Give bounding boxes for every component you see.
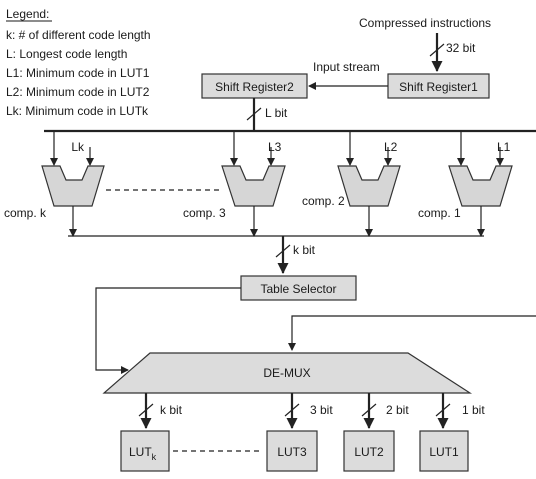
bus-width-slash-k	[275, 244, 291, 258]
lut-3	[266, 430, 318, 472]
legend-title: Legend:	[6, 7, 49, 21]
shift-register-2-label: Shift Register2	[215, 80, 294, 94]
bus-width-slash-out-1	[435, 403, 451, 417]
comparator-3	[221, 165, 286, 207]
compressed-instructions-label: Compressed instructions	[359, 16, 491, 30]
legend-line-l2: L2: Minimum code in LUT2	[6, 85, 150, 99]
shift-register-2	[201, 73, 308, 99]
comparator-1	[448, 165, 513, 207]
legend-line-l1: L1: Minimum code in LUT1	[6, 66, 150, 80]
bus-width-32-label: 32 bit	[446, 41, 476, 55]
output-3-bit-label: 3 bit	[310, 403, 333, 417]
comp-2-label: comp. 2	[302, 194, 345, 208]
lut-k-label: LUTk	[129, 445, 157, 462]
comp-1-ref-label: L1	[497, 140, 511, 154]
lut-1	[419, 430, 469, 472]
comp-2-ref-label: L2	[384, 140, 398, 154]
legend-line-l: L: Longest code length	[6, 47, 127, 61]
output-1-bit-label: 1 bit	[462, 403, 485, 417]
comparator-2	[337, 165, 401, 207]
l-bit-label: L bit	[265, 106, 288, 120]
shift-register-1-label: Shift Register1	[399, 80, 478, 94]
comp-3-ref-label: L3	[268, 140, 282, 154]
output-2-bit-label: 2 bit	[386, 403, 409, 417]
bus-width-slash-32	[429, 43, 445, 57]
table-selector	[240, 275, 357, 301]
input-stream-label: Input stream	[313, 60, 380, 74]
lut-k-label-main: LUT	[129, 445, 152, 459]
lut-3-label: LUT3	[277, 445, 307, 459]
lut-k	[120, 430, 170, 472]
lut-k-label-sub: k	[152, 452, 157, 462]
lut-2	[343, 430, 395, 472]
legend-line-k: k: # of different code length	[6, 28, 151, 42]
lut-2-label: LUT2	[354, 445, 384, 459]
comp-k-label: comp. k	[4, 206, 47, 220]
comp-k-ref-label: Lk	[71, 140, 85, 154]
table-selector-label: Table Selector	[260, 282, 336, 296]
comp-3-label: comp. 3	[183, 206, 226, 220]
bus-width-slash-out-2	[361, 403, 377, 417]
demux-data-input-wire	[288, 315, 536, 351]
legend-line-lk: Lk: Minimum code in LUTk	[6, 104, 149, 118]
shift-register-1	[387, 73, 490, 99]
selector-to-demux-wire	[95, 287, 241, 374]
legend: Legend: k: # of different code length L:…	[6, 7, 151, 118]
demux	[102, 352, 473, 394]
demux-label: DE-MUX	[263, 366, 310, 380]
bus-width-slash-l	[246, 107, 262, 121]
lut-1-label: LUT1	[429, 445, 459, 459]
k-bit-label: k bit	[293, 243, 316, 257]
comparator-k	[41, 165, 105, 207]
bus-width-slash-out-3	[284, 403, 300, 417]
comp-1-label: comp. 1	[418, 206, 461, 220]
bus-width-slash-out-k	[138, 403, 154, 417]
output-k-bit-label: k bit	[160, 403, 183, 417]
